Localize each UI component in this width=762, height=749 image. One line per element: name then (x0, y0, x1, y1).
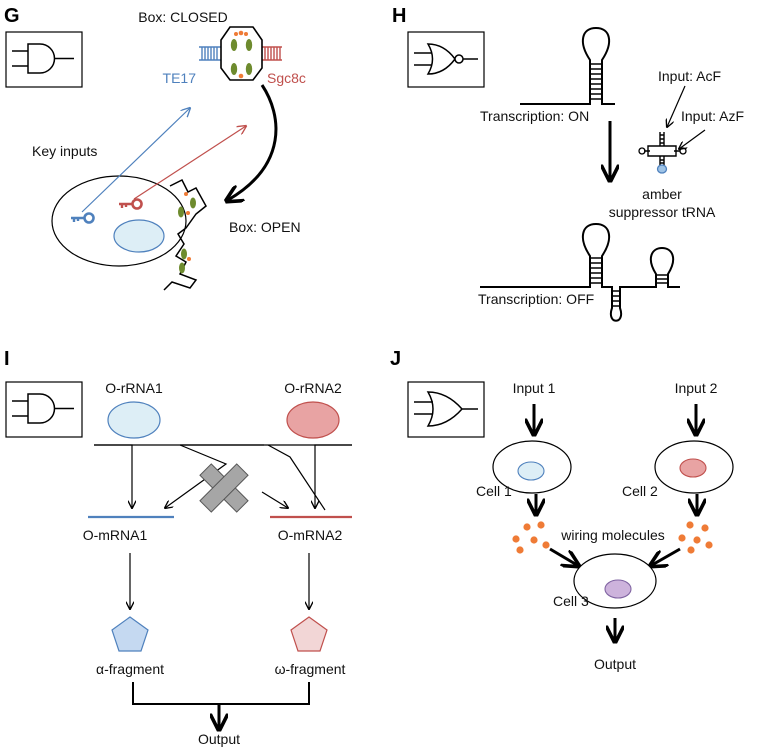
merge-bracket (132, 682, 310, 705)
wiring-molecules-label: wiring molecules (560, 527, 664, 543)
red-key-arrow (133, 126, 246, 200)
panel-g: G Box: CLOSED (4, 5, 306, 291)
dna-box-open (163, 178, 207, 291)
trna-icon (638, 132, 687, 174)
j-output-label: Output (594, 656, 636, 672)
o-rrna1-label: O-rRNA1 (105, 380, 163, 396)
output-label: Output (198, 731, 240, 747)
panel-i: I O-rRNA1 O-rRNA2 O-mRNA1 O-mRNA2 (4, 348, 352, 747)
cell-1-nucleus (517, 461, 545, 481)
te17-label: TE17 (163, 70, 197, 86)
trna-label-line2: suppressor tRNA (609, 204, 716, 220)
hairpin-off (480, 222, 680, 322)
cell (51, 175, 187, 267)
rrna1-to-mrna1-arrow (94, 444, 132, 508)
nor-gate-icon (407, 31, 485, 88)
cell-3-label: Cell 3 (553, 593, 589, 609)
input-1-label: Input 1 (513, 380, 556, 396)
omega-fragment-label: ω-fragment (275, 661, 346, 677)
alpha-fragment-label: α-fragment (96, 661, 164, 677)
o-rrna1-ellipse (107, 401, 161, 439)
cell-2-nucleus (679, 458, 707, 478)
input-acf-label: Input: AcF (658, 68, 721, 84)
block-x-icon (199, 463, 249, 513)
cell-3-nucleus (604, 579, 632, 599)
and-gate-icon (5, 31, 83, 88)
panel-letter-j: J (390, 348, 401, 370)
wiring-right-arrow (652, 547, 681, 565)
sgc8c-label: Sgc8c (267, 70, 306, 86)
box-closed-label: Box: CLOSED (138, 9, 227, 25)
blue-key-icon (71, 212, 95, 224)
blue-key-arrow (81, 108, 190, 213)
or-gate-icon (407, 381, 485, 438)
input-azf-label: Input: AzF (681, 108, 744, 124)
trna-label-line1: amber (642, 186, 682, 202)
acf-arrow (667, 85, 686, 127)
box-open-label: Box: OPEN (229, 219, 301, 235)
wiring-molecules-right (678, 521, 713, 554)
panel-letter-i: I (4, 348, 10, 370)
and-gate-icon (5, 381, 83, 438)
wiring-left-arrow (549, 547, 577, 565)
open-arrow (228, 84, 278, 200)
key-inputs-label: Key inputs (32, 143, 97, 159)
cross-arrow-right (267, 444, 326, 511)
alpha-pentagon (111, 616, 149, 652)
transcription-on-label: Transcription: ON (480, 108, 589, 124)
o-rrna2-ellipse (286, 401, 340, 439)
omega-pentagon (290, 616, 328, 652)
cell-1-label: Cell 1 (476, 483, 512, 499)
o-rrna2-label: O-rRNA2 (284, 380, 342, 396)
dna-box-closed (199, 26, 282, 81)
panel-h: H Transcription: ON Input: AcF Input: Az… (392, 5, 744, 322)
panel-letter-g: G (4, 5, 20, 27)
cross-arrow-right-head (261, 491, 288, 508)
hairpin-on (520, 26, 615, 105)
panel-letter-h: H (392, 5, 406, 27)
azf-arrow (679, 129, 706, 149)
transcription-off-label: Transcription: OFF (478, 291, 594, 307)
panel-j: J Input 1 Input 2 Cell 1 Cell 2 wiring m… (390, 348, 734, 672)
wiring-molecules-left (512, 521, 550, 554)
rrna2-to-mrna2-arrow (315, 444, 352, 508)
nucleus (113, 219, 165, 253)
o-mrna2-label: O-mRNA2 (278, 527, 343, 543)
o-mrna1-label: O-mRNA1 (83, 527, 148, 543)
cell-2-label: Cell 2 (622, 483, 658, 499)
cross-arrow-left (165, 444, 228, 508)
red-key-icon (119, 198, 143, 210)
input-2-label: Input 2 (675, 380, 718, 396)
